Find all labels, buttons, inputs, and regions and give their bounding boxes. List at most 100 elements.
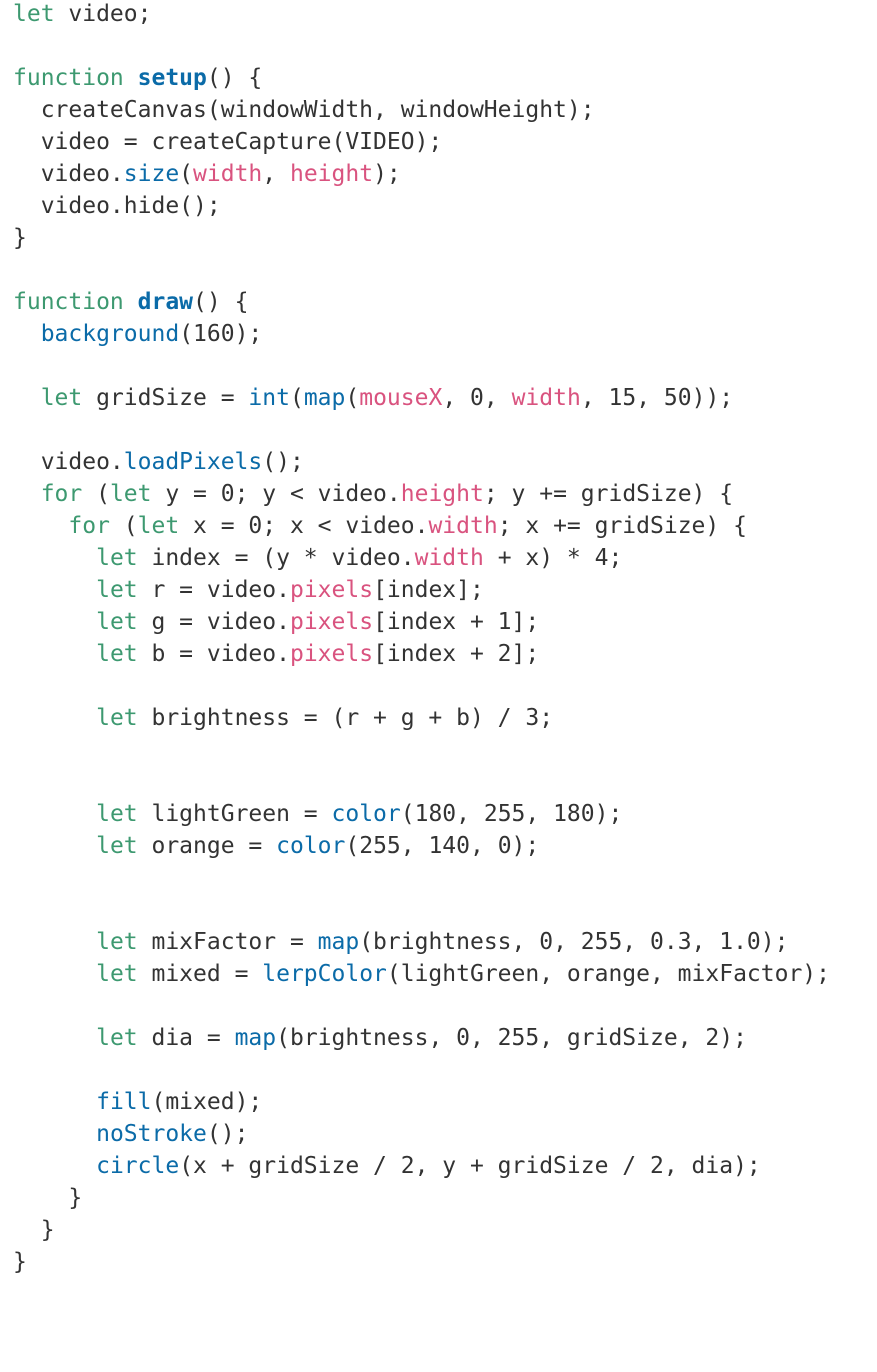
code-line[interactable] <box>13 1056 873 1088</box>
code-line[interactable]: } <box>13 1248 873 1280</box>
code-line[interactable]: let orange = color(255, 140, 0); <box>13 832 873 864</box>
code-line[interactable]: let index = (y * video.width + x) * 4; <box>13 544 873 576</box>
code-editor[interactable]: let video; function setup() { createCanva… <box>13 0 873 1280</box>
code-line[interactable]: let gridSize = int(map(mouseX, 0, width,… <box>13 384 873 416</box>
code-text: (); <box>206 1121 249 1147</box>
code-text: createCanvas(windowWidth, windowHeight); <box>13 97 595 123</box>
code-text: } <box>13 1185 83 1211</box>
code-line[interactable]: for (let y = 0; y < video.height; y += g… <box>13 480 873 512</box>
code-line[interactable]: noStroke(); <box>13 1120 873 1152</box>
code-text <box>124 65 138 91</box>
code-line[interactable]: video.loadPixels(); <box>13 448 873 480</box>
code-builtin-variable: width <box>428 513 498 539</box>
code-line[interactable]: } <box>13 1184 873 1216</box>
code-text <box>13 321 41 347</box>
code-text: video; <box>54 1 152 27</box>
code-function-call: color <box>276 833 346 859</box>
code-text <box>13 961 96 987</box>
code-text: dia = <box>137 1025 235 1051</box>
code-text: } <box>13 1249 27 1275</box>
code-line[interactable]: for (let x = 0; x < video.width; x += gr… <box>13 512 873 544</box>
code-keyword: let <box>96 833 138 859</box>
code-keyword: let <box>96 609 138 635</box>
code-line[interactable]: } <box>13 224 873 256</box>
code-line[interactable]: let video; <box>13 0 873 32</box>
code-line[interactable] <box>13 992 873 1024</box>
code-keyword: function <box>13 65 124 91</box>
code-line[interactable] <box>13 672 873 704</box>
code-builtin-variable: pixels <box>289 577 374 603</box>
code-text <box>13 481 41 507</box>
code-line[interactable]: let mixed = lerpColor(lightGreen, orange… <box>13 960 873 992</box>
code-line[interactable]: let dia = map(brightness, 0, 255, gridSi… <box>13 1024 873 1056</box>
code-function-call: lerpColor <box>262 961 387 987</box>
code-builtin-variable: width <box>193 161 263 187</box>
code-text: } <box>13 225 27 251</box>
code-keyword: let <box>96 641 138 667</box>
code-text: () { <box>206 65 263 91</box>
code-line[interactable]: video.hide(); <box>13 192 873 224</box>
code-function-call: noStroke <box>96 1121 207 1147</box>
code-text: , 0, <box>442 385 512 411</box>
code-text <box>13 705 96 731</box>
code-text: (255, 140, 0); <box>345 833 540 859</box>
code-text: r = video. <box>137 577 290 603</box>
code-line[interactable]: let b = video.pixels[index + 2]; <box>13 640 873 672</box>
code-text <box>13 609 96 635</box>
code-line[interactable] <box>13 416 873 448</box>
code-text: } <box>13 1217 55 1243</box>
code-builtin-variable: pixels <box>289 641 374 667</box>
code-text: mixFactor = <box>137 929 318 955</box>
code-line[interactable] <box>13 256 873 288</box>
code-line[interactable] <box>13 864 873 896</box>
code-line[interactable]: background(160); <box>13 320 873 352</box>
code-text: (180, 255, 180); <box>400 801 623 827</box>
code-line[interactable]: video.size(width, height); <box>13 160 873 192</box>
code-line[interactable] <box>13 736 873 768</box>
code-keyword: let <box>96 577 138 603</box>
code-text: ; x += gridSize) { <box>497 513 747 539</box>
code-text: + x) * 4; <box>483 545 623 571</box>
code-builtin-variable: height <box>289 161 374 187</box>
code-function-call: size <box>123 161 180 187</box>
code-function-call: background <box>40 321 180 347</box>
code-line[interactable]: } <box>13 1216 873 1248</box>
code-keyword: let <box>40 385 83 411</box>
code-line[interactable]: function draw() { <box>13 288 873 320</box>
code-text: index = (y * video. <box>137 545 415 571</box>
code-builtin-variable: width <box>511 385 581 411</box>
code-line[interactable]: createCanvas(windowWidth, windowHeight); <box>13 96 873 128</box>
code-text <box>13 929 96 955</box>
code-text: [index + 1]; <box>373 609 540 635</box>
code-text: ); <box>373 161 401 187</box>
code-line[interactable]: let brightness = (r + g + b) / 3; <box>13 704 873 736</box>
code-line[interactable]: circle(x + gridSize / 2, y + gridSize / … <box>13 1152 873 1184</box>
code-keyword: let <box>137 513 180 539</box>
code-keyword: let <box>96 801 138 827</box>
code-text: b = video. <box>137 641 290 667</box>
code-line[interactable]: video = createCapture(VIDEO); <box>13 128 873 160</box>
code-line[interactable] <box>13 768 873 800</box>
code-text <box>13 513 68 539</box>
code-text: ( <box>82 481 110 507</box>
code-line[interactable]: let r = video.pixels[index]; <box>13 576 873 608</box>
code-line[interactable]: let mixFactor = map(brightness, 0, 255, … <box>13 928 873 960</box>
code-text: (); <box>262 449 304 475</box>
code-text <box>13 545 96 571</box>
code-line[interactable]: fill(mixed); <box>13 1088 873 1120</box>
code-text: ( <box>109 513 138 539</box>
code-keyword: let <box>96 545 138 571</box>
code-function-name: setup <box>137 65 207 91</box>
code-line[interactable]: let g = video.pixels[index + 1]; <box>13 608 873 640</box>
code-text: , <box>262 161 290 187</box>
code-text <box>13 1025 96 1051</box>
code-text: mixed = <box>137 961 263 987</box>
code-line[interactable] <box>13 896 873 928</box>
code-keyword: let <box>96 961 138 987</box>
code-function-call: circle <box>96 1153 180 1179</box>
code-line[interactable] <box>13 32 873 64</box>
code-line[interactable]: let lightGreen = color(180, 255, 180); <box>13 800 873 832</box>
code-text: (x + gridSize / 2, y + gridSize / 2, dia… <box>179 1153 761 1179</box>
code-line[interactable] <box>13 352 873 384</box>
code-line[interactable]: function setup() { <box>13 64 873 96</box>
